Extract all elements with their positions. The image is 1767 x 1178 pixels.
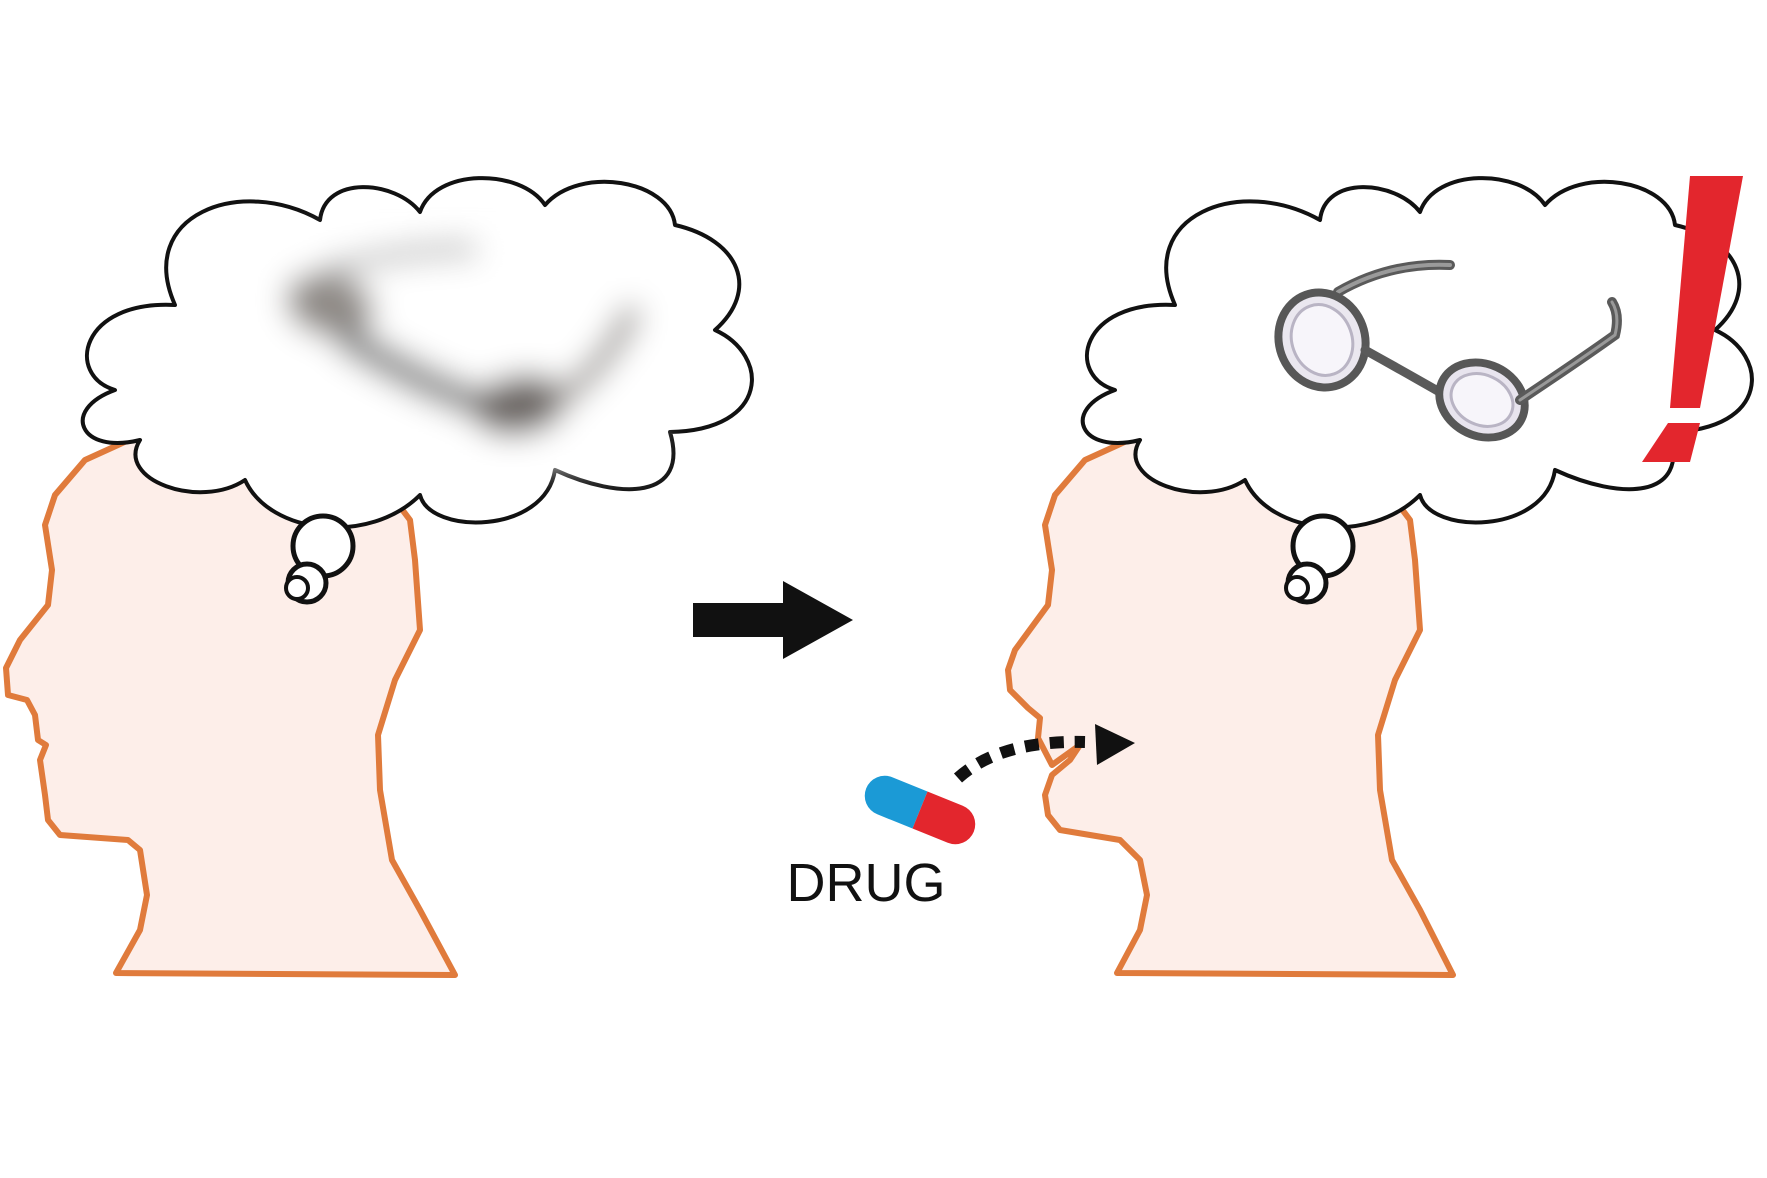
- left-thought-bubble-small: [284, 575, 310, 601]
- right-panel: DRUG: [787, 176, 1754, 978]
- dotted-arrow-icon: [953, 735, 1086, 783]
- exclamation-icon: [1642, 176, 1743, 462]
- blurred-glasses-memory-icon: [270, 242, 650, 465]
- drug-label: DRUG: [787, 853, 946, 913]
- right-arrow-icon: [693, 581, 853, 659]
- left-panel: [3, 176, 754, 978]
- right-thought-bubble-small: [1284, 575, 1310, 601]
- right-thought-cloud: [1080, 176, 1754, 530]
- capsule-icon: [864, 775, 976, 845]
- dotted-arrow-head-icon: [1095, 724, 1135, 765]
- clear-glasses-memory-icon: [1274, 259, 1622, 442]
